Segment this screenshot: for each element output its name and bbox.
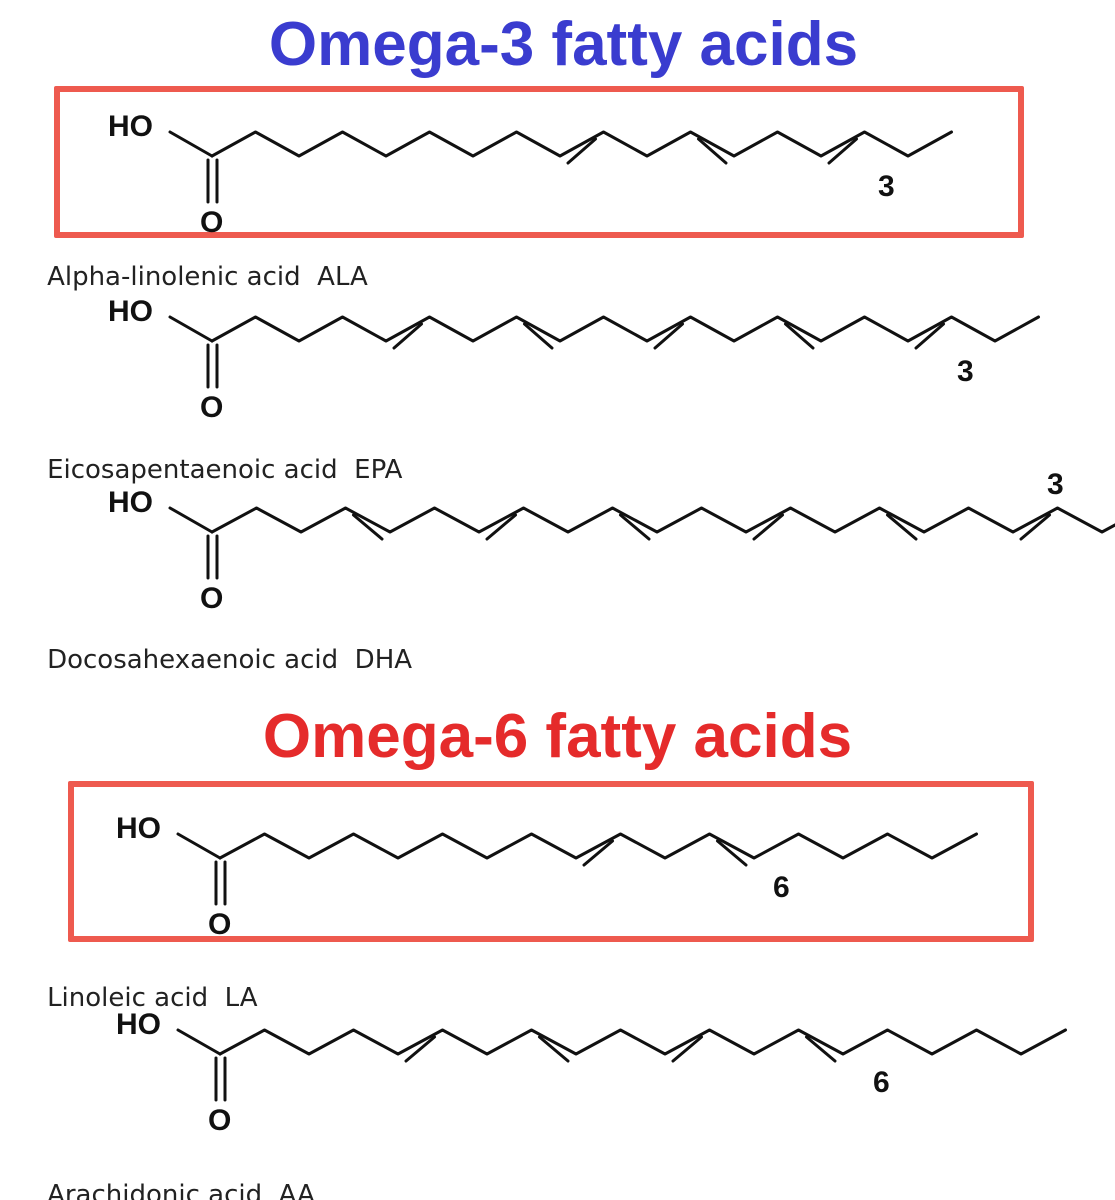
- dha-name-label: Docosahexaenoic acid DHA: [14, 615, 412, 705]
- ala-omega-label: 3: [878, 170, 895, 203]
- dha-name: Docosahexaenoic acid: [47, 645, 339, 675]
- ala-name: Alpha-linolenic acid: [47, 262, 301, 292]
- la-name-label: Linoleic acid LA: [14, 953, 258, 1043]
- dha-hydroxyl-label: HO: [108, 486, 153, 519]
- aa-name: Arachidonic acid: [47, 1180, 263, 1200]
- dha-abbr: DHA: [354, 645, 413, 675]
- ala-double-bond: [566, 137, 597, 165]
- aa-double-bond: [404, 1035, 436, 1063]
- ala-name-label: Alpha-linolenic acid ALA: [14, 232, 368, 322]
- la-name: Linoleic acid: [47, 983, 209, 1013]
- epa-double-bond: [784, 322, 815, 350]
- la-carbon-chain: [218, 832, 978, 860]
- ala-oxygen-label: O: [200, 206, 223, 239]
- aa-omega-label: 6: [873, 1066, 890, 1099]
- epa-structure: HO O 3: [108, 295, 1040, 424]
- epa-double-bond: [523, 322, 554, 350]
- la-hydroxyl-label: HO: [116, 812, 161, 845]
- la-double-bond: [582, 839, 614, 867]
- epa-abbr: EPA: [354, 455, 403, 485]
- epa-double-bond: [914, 322, 945, 350]
- aa-hydroxyl-bond: [176, 1028, 222, 1056]
- aa-carbon-chain: [218, 1028, 1067, 1056]
- la-hydroxyl-bond: [176, 832, 222, 860]
- epa-carbon-chain: [210, 315, 1040, 343]
- aa-name-label: Arachidonic acid AA: [14, 1150, 315, 1200]
- dha-structure: HO O 3: [108, 468, 1115, 615]
- epa-double-bond: [653, 322, 684, 350]
- ala-structure: HO O 3: [108, 110, 953, 239]
- omega3-title: Omega-3 fatty acids: [268, 10, 859, 79]
- dha-carbon-chain: [210, 506, 1115, 534]
- dha-double-bond: [619, 513, 651, 541]
- aa-hydroxyl-label: HO: [116, 1008, 161, 1041]
- aa-double-bond: [671, 1035, 703, 1063]
- la-abbr: LA: [224, 983, 258, 1013]
- epa-name: Eicosapentaenoic acid: [47, 455, 338, 485]
- dha-double-bond: [886, 513, 918, 541]
- dha-oxygen-label: O: [200, 582, 223, 615]
- epa-omega-label: 3: [957, 355, 974, 388]
- epa-double-bond: [392, 322, 423, 350]
- dha-double-bond: [1019, 513, 1051, 541]
- epa-oxygen-label: O: [200, 391, 223, 424]
- aa-structure: HO O 6: [116, 1008, 1067, 1137]
- ala-double-bond: [697, 137, 728, 165]
- la-structure: HO O 6: [116, 812, 978, 941]
- dha-double-bond: [752, 513, 784, 541]
- epa-name-label: Eicosapentaenoic acid EPA: [14, 425, 402, 515]
- omega6-title: Omega-6 fatty acids: [262, 702, 853, 771]
- la-highlight-box: [68, 781, 1034, 942]
- ala-highlight-box: [54, 86, 1024, 238]
- ala-abbr: ALA: [317, 262, 368, 292]
- ala-carbon-chain: [210, 130, 953, 158]
- epa-hydroxyl-bond: [168, 315, 214, 343]
- dha-hydroxyl-bond: [168, 506, 214, 534]
- la-oxygen-label: O: [208, 908, 231, 941]
- ala-hydroxyl-label: HO: [108, 110, 153, 143]
- aa-double-bond: [538, 1035, 570, 1063]
- aa-oxygen-label: O: [208, 1104, 231, 1137]
- ala-double-bond: [827, 137, 858, 165]
- dha-omega-label: 3: [1047, 468, 1064, 501]
- dha-double-bond: [485, 513, 517, 541]
- la-omega-label: 6: [773, 871, 790, 904]
- ala-hydroxyl-bond: [168, 130, 214, 158]
- la-double-bond: [716, 839, 748, 867]
- aa-double-bond: [805, 1035, 837, 1063]
- aa-abbr: AA: [278, 1180, 315, 1200]
- dha-double-bond: [352, 513, 384, 541]
- epa-hydroxyl-label: HO: [108, 295, 153, 328]
